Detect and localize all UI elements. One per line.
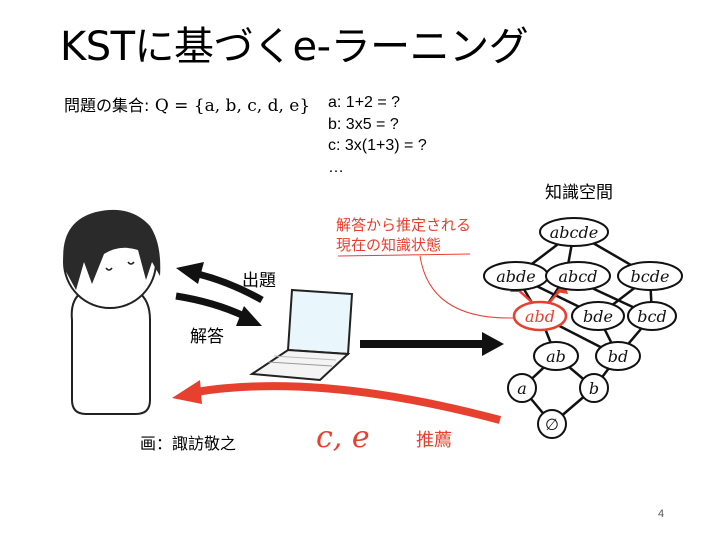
problem-item-c: c: 3x(1+3) = ? [328, 137, 427, 154]
node-label-a: a [517, 379, 527, 398]
node-a [507, 373, 537, 403]
node-abde [483, 261, 549, 291]
knowledge-space-label: 知識空間 [545, 183, 613, 203]
node-label-abde: abde [496, 267, 536, 286]
node-abcde [539, 217, 609, 247]
page-number: 4 [658, 508, 665, 520]
node-empty [537, 409, 567, 439]
node-label-bd: bd [608, 347, 628, 366]
laptop-illustration [249, 288, 354, 382]
recommended-items: c, e [316, 420, 370, 455]
node-label-abcde: abcde [550, 223, 598, 242]
problem-item-b: b: 3x5 = ? [328, 115, 399, 133]
node-bcde [617, 261, 683, 291]
problem-set-label: 問題の集合: [64, 96, 150, 115]
answer-arrow-label: 解答 [190, 327, 224, 347]
highlight-edges [515, 287, 563, 305]
recommend-arrow [172, 380, 502, 424]
question-arrow-label: 出題 [242, 271, 276, 291]
node-label-bde: bde [583, 307, 613, 326]
node-label-ab: ab [546, 347, 566, 366]
node-bd [595, 341, 641, 371]
node-abcd [545, 261, 611, 291]
estimate-note-line1: 解答から推定される [336, 216, 472, 234]
problem-set-formula: Q = {a, b, c, d, e} [154, 96, 311, 116]
recommend-label: 推薦 [416, 430, 452, 451]
problem-item-ellipsis: … [328, 158, 344, 176]
node-ab [533, 341, 579, 371]
node-label-abcd: abcd [559, 267, 598, 286]
lattice-nodes [483, 217, 683, 439]
lattice-node-labels: abcde abde abcd bcde abd bde bcd ab bd a… [496, 223, 669, 434]
node-b [579, 373, 609, 403]
problem-set-formula-line: 問題の集合: Q = {a, b, c, d, e} [64, 92, 310, 116]
estimate-arrow [360, 332, 504, 356]
lattice-edges [514, 230, 654, 425]
node-bcd [627, 301, 677, 331]
note-connector [419, 255, 515, 319]
node-label-empty: ∅ [545, 415, 559, 434]
node-label-abd: abd [525, 307, 555, 326]
estimate-note-line2: 現在の知識状態 [336, 236, 442, 254]
illustration-credit: 画：諏訪敬之 [140, 434, 237, 453]
student-illustration [63, 209, 161, 415]
problem-list: a: 1+2 = ? b: 3x5 = ? c: 3x(1+3) = ? … [328, 92, 427, 178]
problem-item-a: a: 1+2 = ? [328, 94, 401, 111]
node-abd-highlighted [512, 300, 568, 332]
node-label-b: b [589, 379, 599, 398]
node-label-bcde: bcde [631, 267, 670, 286]
slide-title: KSTに基づくe-ラーニング [60, 24, 529, 70]
node-label-bcd: bcd [637, 307, 666, 326]
node-bde [571, 301, 625, 331]
